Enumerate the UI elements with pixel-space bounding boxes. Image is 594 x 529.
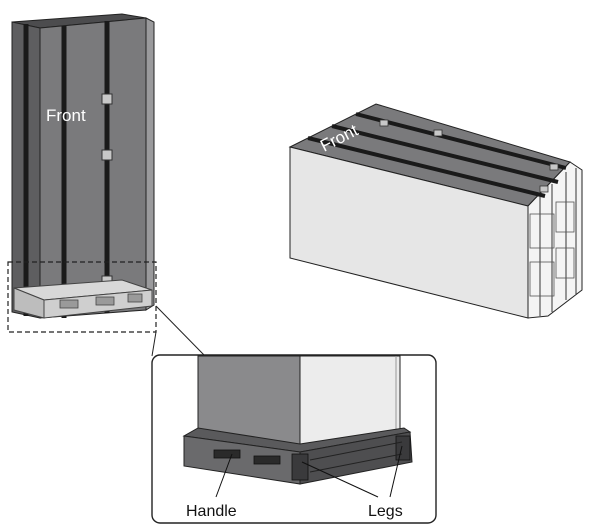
strap-clip [549,163,559,171]
strap-clip [101,149,113,161]
strap-clip [539,185,549,193]
legs-leader-2 [389,445,403,498]
callout-line-right [155,305,206,357]
strap-clip [101,93,113,105]
lying-strap-3 [355,112,567,170]
upright-packed-unit: Front [11,13,155,319]
front-label-upright: Front [46,106,86,125]
legs-label: Legs [368,503,403,520]
strap-clip [433,129,443,137]
strap-clip [379,119,389,127]
detail-leg [291,453,309,481]
lying-strap-2 [331,124,559,184]
lying-side-face [527,161,583,319]
detail-handle-cutout [213,449,241,459]
handle-leader [215,453,233,498]
detail-leg [395,435,411,461]
lying-strap-1 [307,136,546,198]
legs-leader-1 [301,461,379,498]
detail-highlight-box [7,261,157,333]
upright-right-face [145,17,155,311]
upright-main-face [39,17,147,319]
lying-packed-unit: Front [288,103,583,319]
callout-line-left [151,331,157,357]
detail-handle-cutout [253,455,281,465]
handle-label: Handle [186,503,237,520]
detail-callout: Handle Legs [151,354,437,524]
